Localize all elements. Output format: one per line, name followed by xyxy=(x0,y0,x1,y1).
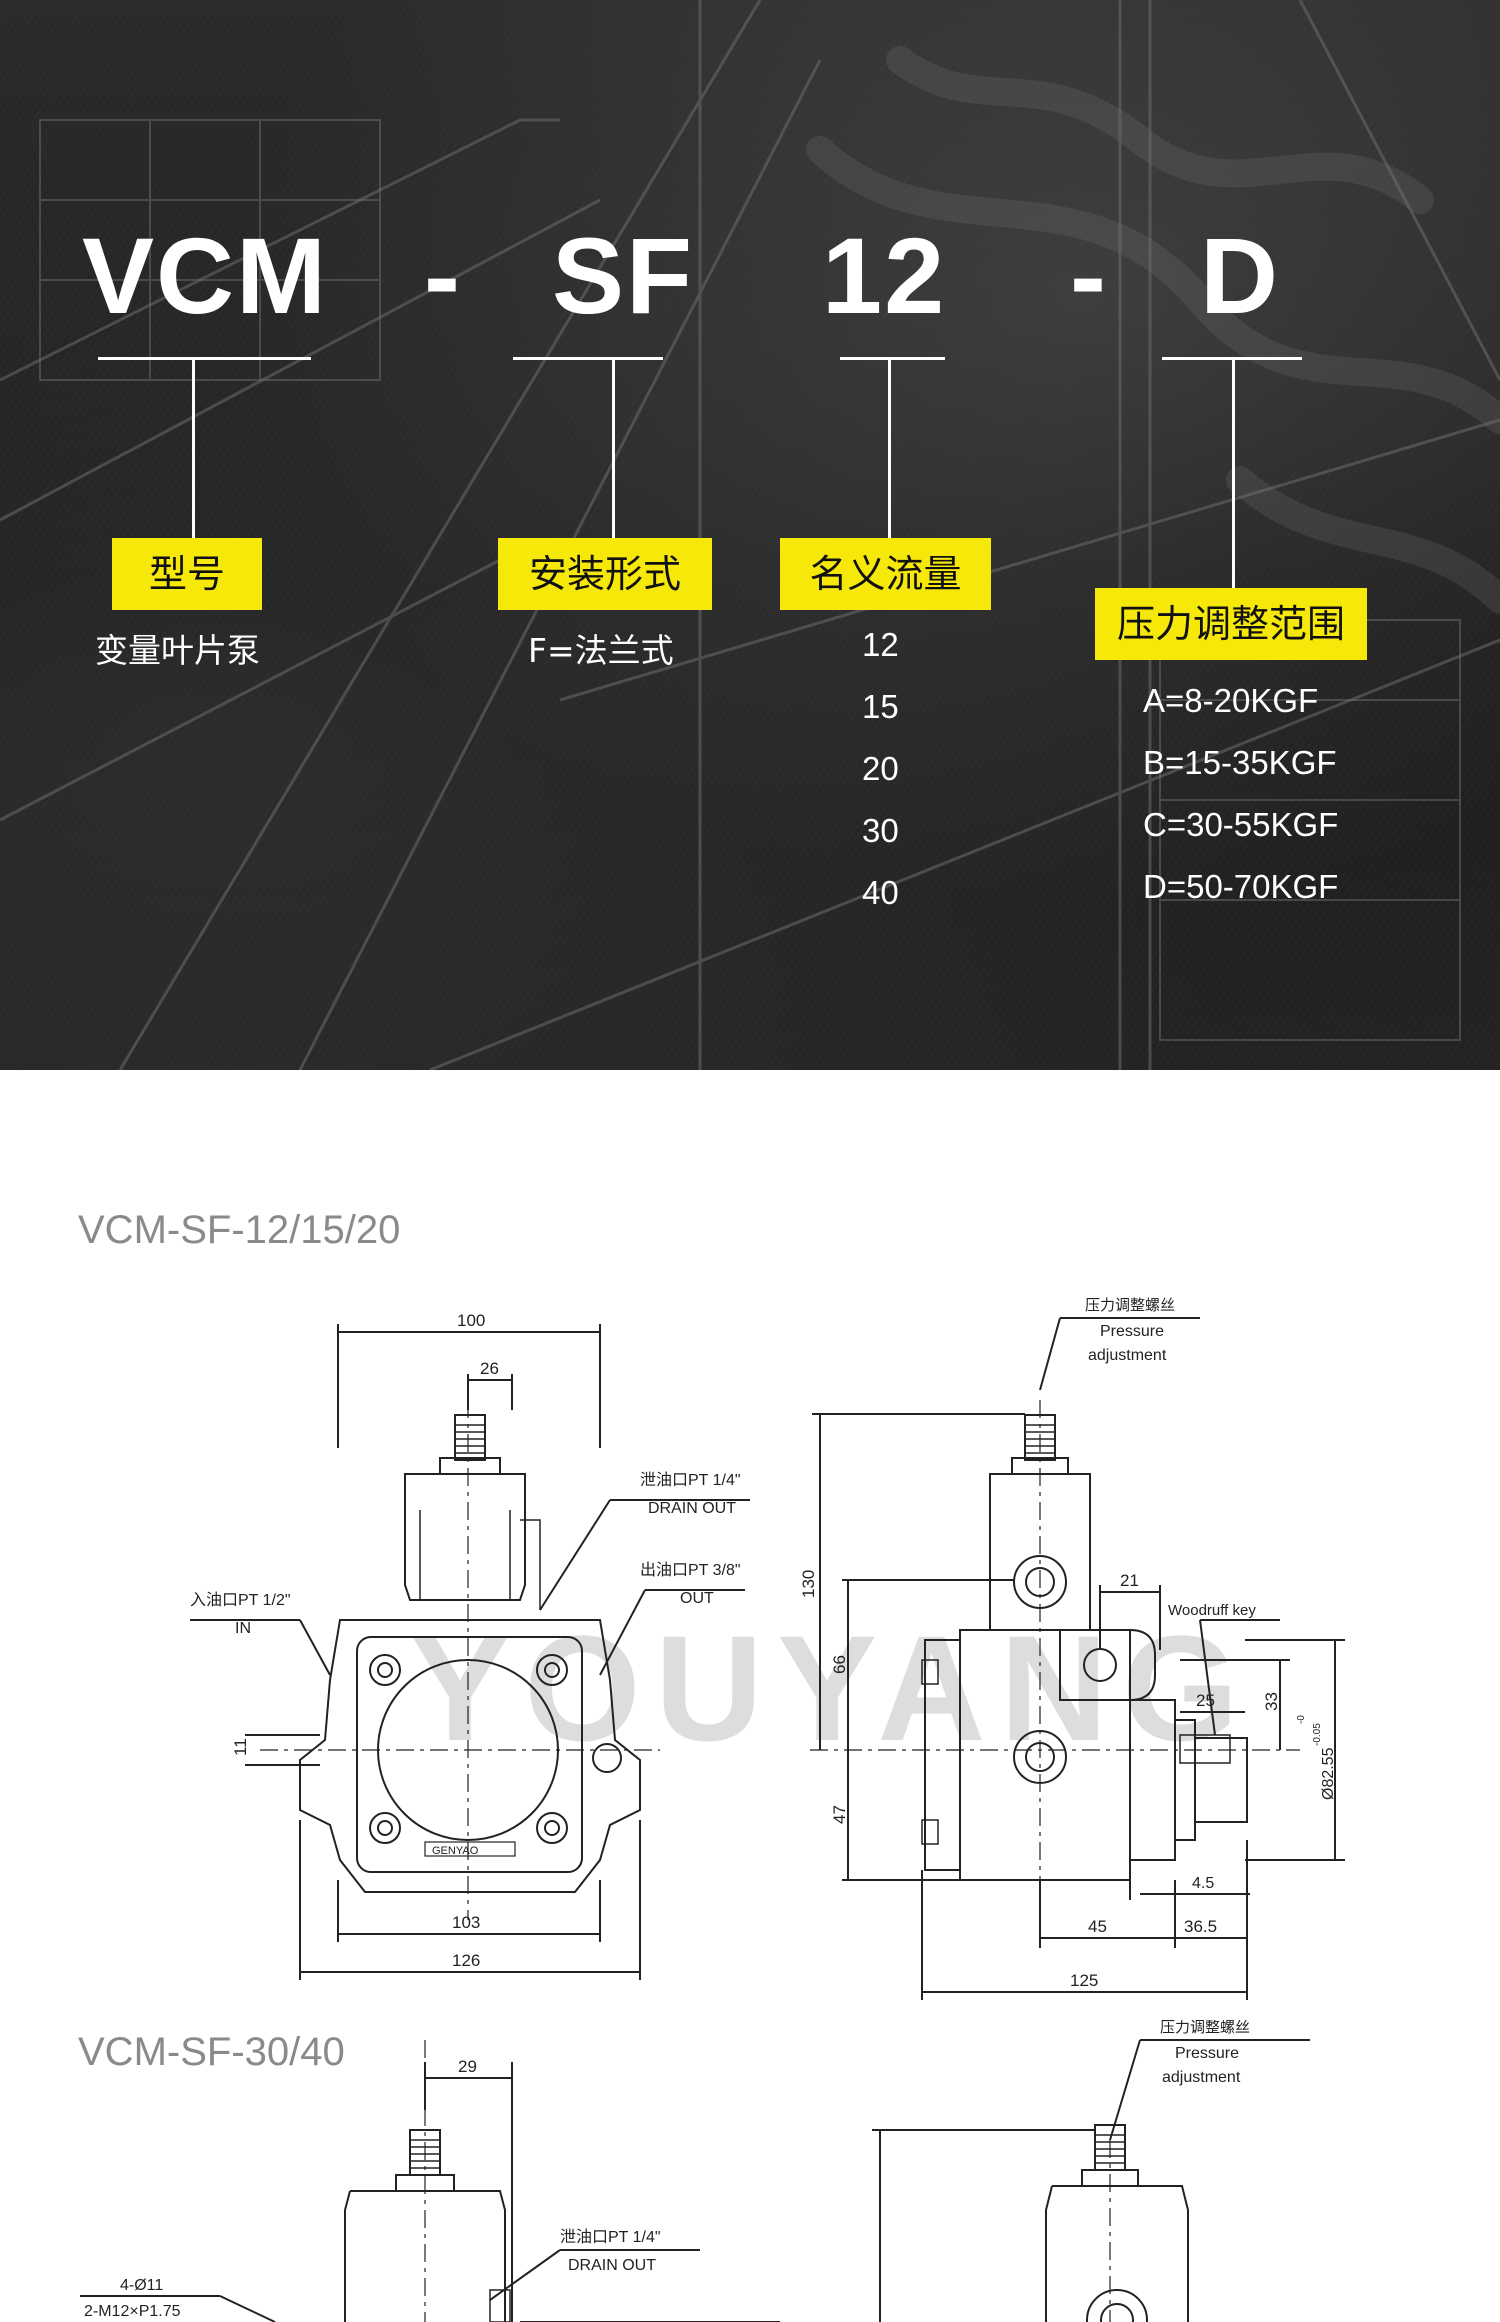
svg-text:DRAIN OUT: DRAIN OUT xyxy=(568,2257,656,2274)
svg-text:Pressure: Pressure xyxy=(1100,1323,1164,1340)
pressure-values: A=8-20KGF B=15-35KGF C=30-55KGF D=50-70K… xyxy=(1143,670,1338,918)
svg-text:11: 11 xyxy=(231,1738,250,1756)
code-part-flow: 12 xyxy=(822,215,947,336)
side-view-30-40: 压力调整螺丝 Pressure adjustment xyxy=(872,2020,1310,2322)
code-part-pressure: D xyxy=(1200,215,1280,336)
svg-text:130: 130 xyxy=(799,1570,818,1598)
code-dash-1: - xyxy=(424,215,462,336)
drain-callout: 泄油口PT 1/4" xyxy=(640,1471,741,1489)
svg-text:IN: IN xyxy=(235,1620,251,1637)
flow-values: 12 15 20 30 40 xyxy=(862,614,899,924)
side-view: 压力调整螺丝 Pressure adjustment 130 66 47 xyxy=(799,1297,1345,2000)
drawing-title-12-15-20: VCM-SF-12/15/20 xyxy=(78,1208,401,1252)
label-pressure: 压力调整范围 xyxy=(1095,588,1367,660)
label-flow: 名义流量 xyxy=(780,538,991,610)
connector-model xyxy=(192,357,195,539)
svg-text:4.5: 4.5 xyxy=(1192,1875,1214,1892)
connector-pressure xyxy=(1232,357,1235,589)
flow-value: 12 xyxy=(862,626,899,663)
svg-text:26: 26 xyxy=(480,1359,499,1378)
svg-text:100: 100 xyxy=(457,1311,485,1330)
pressure-value: D=50-70KGF xyxy=(1143,868,1339,905)
outlet-callout: 出油口PT 3/8" xyxy=(640,1561,741,1579)
connector-flow xyxy=(888,357,891,539)
mounting-description: F=法兰式 xyxy=(528,631,674,670)
svg-text:125: 125 xyxy=(1070,1971,1098,1990)
svg-text:adjustment: adjustment xyxy=(1162,2069,1241,2086)
code-part-model: VCM xyxy=(82,215,328,336)
pressure-value: C=30-55KGF xyxy=(1143,806,1339,843)
svg-text:126: 126 xyxy=(452,1951,480,1970)
front-view-30-40: 29 泄油口PT 1/4" DRAIN OUT 4-Ø11 2-M12×P1.7… xyxy=(80,2040,780,2322)
label-mounting: 安装形式 xyxy=(498,538,712,610)
holes-callout: 4-Ø11 xyxy=(120,2277,163,2294)
svg-text:Ø82.55: Ø82.55 xyxy=(1320,1747,1337,1800)
svg-text:-0.05: -0.05 xyxy=(1312,1723,1323,1746)
svg-text:47: 47 xyxy=(830,1805,849,1824)
inlet-callout: 入油口PT 1/2" xyxy=(190,1591,291,1609)
svg-text:2-M12×P1.75: 2-M12×P1.75 xyxy=(84,2303,181,2320)
hero-banner: VCM - SF 12 - D 型号 安装形式 名义流量 压力调整范围 变量叶片… xyxy=(0,0,1500,1070)
industrial-background xyxy=(0,0,1500,1070)
underline-mounting xyxy=(513,357,663,360)
connector-mounting xyxy=(612,357,615,539)
code-dash-2: - xyxy=(1070,215,1108,336)
svg-text:66: 66 xyxy=(830,1655,849,1674)
svg-text:-0: -0 xyxy=(1296,1715,1307,1724)
model-description: 变量叶片泵 xyxy=(95,631,260,670)
svg-text:45: 45 xyxy=(1088,1917,1107,1936)
svg-text:OUT: OUT xyxy=(680,1590,714,1607)
flow-value: 20 xyxy=(862,750,899,787)
flow-value: 15 xyxy=(862,688,899,725)
flow-value: 30 xyxy=(862,812,899,849)
drain-callout-30-40: 泄油口PT 1/4" xyxy=(560,2228,661,2246)
underline-model xyxy=(98,357,311,360)
pressure-value: A=8-20KGF xyxy=(1143,682,1319,719)
pressure-value: B=15-35KGF xyxy=(1143,744,1337,781)
woodruff-key-callout: Woodruff key xyxy=(1168,1602,1256,1619)
svg-text:103: 103 xyxy=(452,1913,480,1932)
drawing-title-30-40: VCM-SF-30/40 xyxy=(78,2030,345,2074)
svg-text:DRAIN OUT: DRAIN OUT xyxy=(648,1500,736,1517)
svg-text:21: 21 xyxy=(1120,1571,1139,1590)
flow-value: 40 xyxy=(862,874,899,911)
underline-flow xyxy=(840,357,945,360)
drawing-12-15-20: YOUYANG 100 26 GENYAO 11 xyxy=(190,1297,1345,2000)
brand-mark: GENYAO xyxy=(432,1845,479,1857)
drawing-30-40: 29 泄油口PT 1/4" DRAIN OUT 4-Ø11 2-M12×P1.7… xyxy=(80,2020,1310,2322)
svg-text:25: 25 xyxy=(1196,1691,1215,1710)
pressure-adjust-callout-30-40: 压力调整螺丝 xyxy=(1160,2020,1250,2036)
svg-text:33: 33 xyxy=(1262,1692,1281,1711)
label-model: 型号 xyxy=(112,538,262,610)
front-view: 100 26 GENYAO 11 103 126 xyxy=(190,1311,750,1980)
code-part-mounting: SF xyxy=(552,215,695,336)
svg-text:36.5: 36.5 xyxy=(1184,1917,1217,1936)
svg-text:29: 29 xyxy=(458,2057,477,2076)
svg-text:Pressure: Pressure xyxy=(1175,2045,1239,2062)
pressure-adjust-callout: 压力调整螺丝 xyxy=(1085,1297,1175,1314)
svg-text:adjustment: adjustment xyxy=(1088,1347,1167,1364)
